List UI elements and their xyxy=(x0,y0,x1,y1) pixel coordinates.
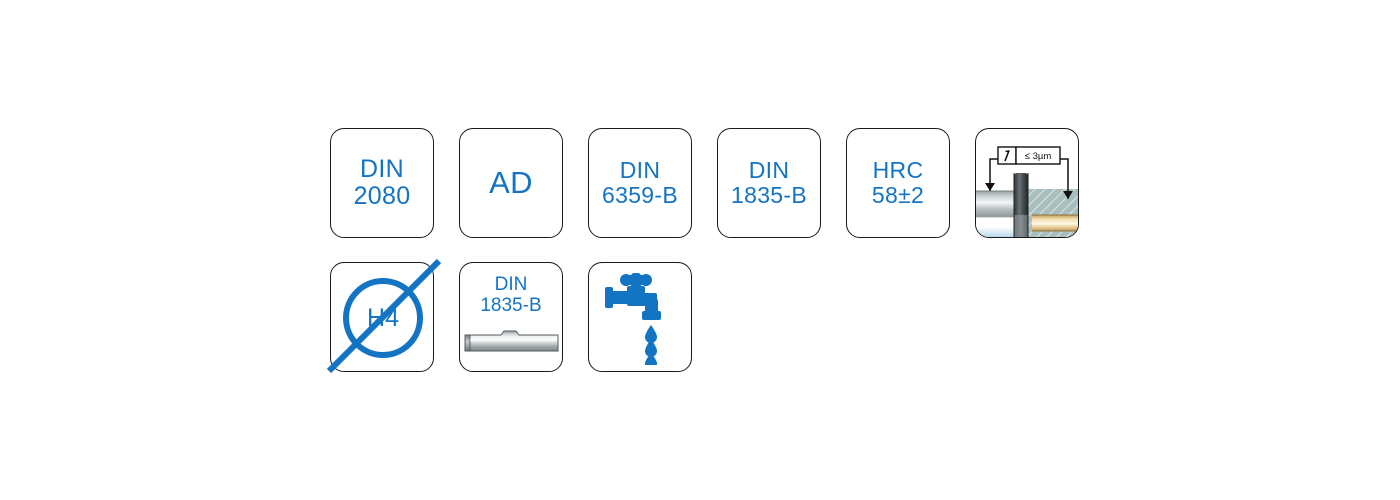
runout-diagram-svg xyxy=(976,146,1078,237)
din-2080-line-1: DIN xyxy=(360,155,404,183)
din-2080-line-2: 2080 xyxy=(353,182,411,210)
h4-circle-diagonal-icon xyxy=(326,258,442,374)
faucet-drip-icon xyxy=(605,273,661,365)
din-6359-b-line-2: 6359-B xyxy=(602,182,678,208)
icon-tile-internal-coolant[interactable] xyxy=(588,262,692,372)
icon-tile-din-6359-b[interactable]: DIN 6359-B xyxy=(588,128,692,238)
runout-callout-value: ≤ 3µm xyxy=(1024,150,1052,162)
ad-line-1: AD xyxy=(489,165,533,201)
din-1835-b-line-1: DIN xyxy=(748,157,790,184)
din-6359-b-line-1: DIN xyxy=(619,157,661,184)
hrc-line-1: HRC xyxy=(872,157,924,184)
hrc-line-2: 58±2 xyxy=(871,182,925,208)
icon-tile-din-1835-b[interactable]: DIN 1835-B xyxy=(717,128,821,238)
h4-label: H4 xyxy=(367,303,399,332)
icon-row-1: DIN 2080 AD DIN 6359-B DIN 1835-B HRC 58… xyxy=(330,128,1079,238)
icon-tile-h4-tolerance[interactable]: H4 xyxy=(326,258,442,374)
shank-line-1: DIN xyxy=(494,274,528,295)
icon-tile-din-2080[interactable]: DIN 2080 xyxy=(330,128,434,238)
icon-grid: DIN 2080 AD DIN 6359-B DIN 1835-B HRC 58… xyxy=(326,128,1079,374)
icon-tile-hrc-hardness[interactable]: HRC 58±2 xyxy=(846,128,950,238)
icon-tile-din-1835-b-shank[interactable]: DIN 1835-B xyxy=(459,262,563,372)
shank-caption: DIN 1835-B xyxy=(460,274,562,317)
icon-tile-ad[interactable]: AD xyxy=(459,128,563,238)
din-1835-b-line-2: 1835-B xyxy=(731,182,807,208)
shank-line-2: 1835-B xyxy=(480,295,542,317)
icon-tile-runout-tolerance[interactable]: ≤ 3µm xyxy=(975,128,1079,238)
icon-row-2: H4 DIN 1835-B xyxy=(326,258,1079,374)
shank-diagram-icon xyxy=(464,330,559,352)
runout-diagram: ≤ 3µm xyxy=(976,129,1078,237)
